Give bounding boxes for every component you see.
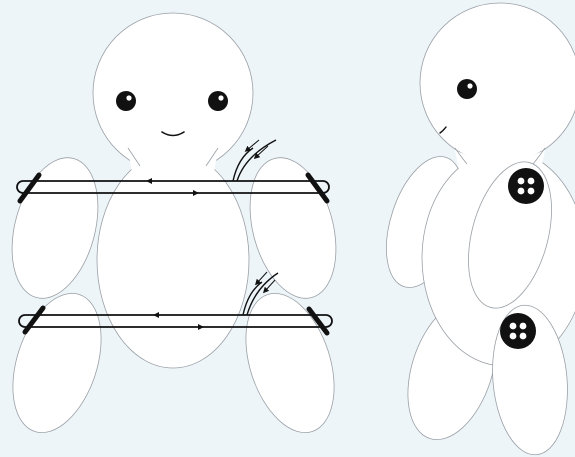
arrow-left-icon [253,145,269,160]
needle-end-icon [306,306,330,336]
needle-end-icon [305,172,330,204]
torso [96,151,250,369]
head [92,12,254,174]
leg-left [12,293,102,433]
needle-end-icon [22,305,46,335]
arrow-left-icon [262,279,276,294]
thread-lower [18,271,333,336]
side-eye [457,79,477,99]
leg-right [245,293,335,433]
front-view [11,12,337,433]
smile [161,131,185,137]
needle-end-icon [17,172,42,204]
eye-right [208,91,228,111]
button-icon [500,313,536,349]
thread-upper [16,139,330,204]
button-icon [508,168,544,204]
arrow-left-icon [244,139,260,152]
arm-left [11,157,99,299]
arrow-left-icon [254,271,268,286]
eye-left [116,91,136,111]
side-mouth [439,126,447,134]
side-view [386,2,575,456]
arm-right [249,157,337,299]
side-head [419,2,575,164]
